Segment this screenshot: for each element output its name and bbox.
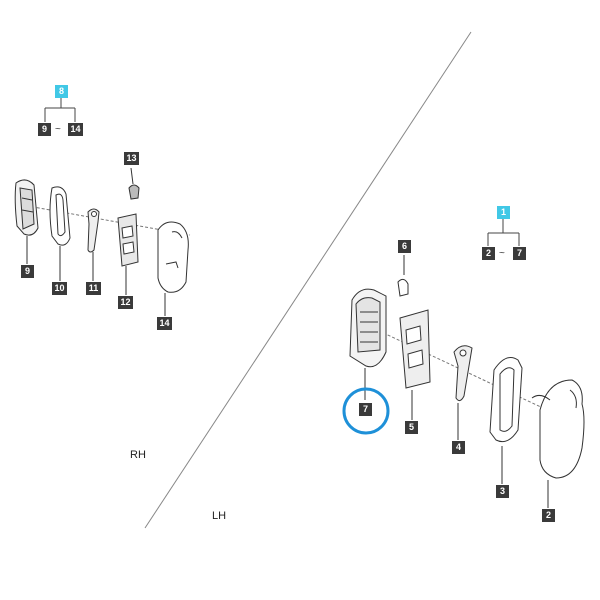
range-to-tag-rh[interactable]: 14 xyxy=(68,123,83,136)
part-tag-6[interactable]: 6 xyxy=(398,240,411,253)
part-tag-5[interactable]: 5 xyxy=(405,421,418,434)
range-from-tag-rh[interactable]: 9 xyxy=(38,123,51,136)
rh-side-label: RH xyxy=(130,449,146,461)
rh-group-bracket xyxy=(44,97,76,122)
lh-side-label: LH xyxy=(212,510,227,522)
lh-assembly-drawing xyxy=(349,255,585,508)
part-2-handle xyxy=(539,379,585,479)
part-tag-14[interactable]: 14 xyxy=(157,317,172,330)
range-to-tag-lh[interactable]: 7 xyxy=(513,247,526,260)
part-tag-4[interactable]: 4 xyxy=(452,441,465,454)
rh-assembly-drawing xyxy=(14,167,191,316)
part-13-clip xyxy=(128,184,140,200)
part-11-lever xyxy=(87,208,100,253)
range-from-tag-lh[interactable]: 2 xyxy=(482,247,495,260)
side-divider-line xyxy=(144,31,472,529)
part-tag-13[interactable]: 13 xyxy=(124,152,139,165)
part-tag-7[interactable]: 7 xyxy=(359,403,372,416)
group-tag-rh[interactable]: 8 xyxy=(55,85,68,98)
part-tag-12[interactable]: 12 xyxy=(118,296,133,309)
part-6-clip xyxy=(397,278,409,297)
highlight-circle xyxy=(342,387,390,435)
part-tag-9[interactable]: 9 xyxy=(21,265,34,278)
part-5-latch-plate xyxy=(399,309,431,389)
range-separator-rh: ~ xyxy=(55,124,61,135)
part-14-handle xyxy=(157,221,189,293)
part-4-lever xyxy=(453,345,473,402)
group-tag-lh[interactable]: 1 xyxy=(497,206,510,219)
part-tag-10[interactable]: 10 xyxy=(52,282,67,295)
lh-group-bracket xyxy=(487,219,520,246)
part-tag-3[interactable]: 3 xyxy=(496,485,509,498)
range-separator-lh: ~ xyxy=(499,248,505,259)
part-tag-2[interactable]: 2 xyxy=(542,509,555,522)
part-12-latch xyxy=(117,213,139,267)
part-tag-11[interactable]: 11 xyxy=(86,282,101,295)
